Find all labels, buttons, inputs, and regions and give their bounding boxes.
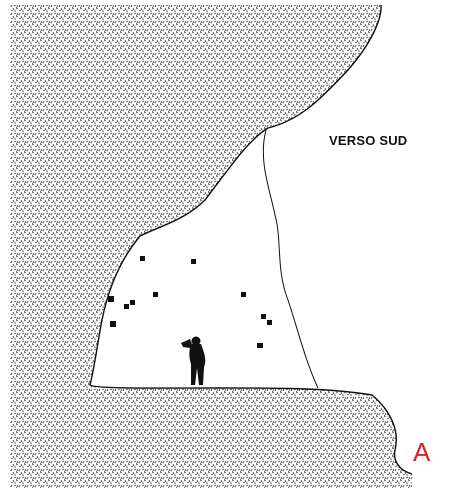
silhouette — [181, 336, 206, 385]
mark-square — [110, 321, 116, 327]
direction-caption: VERSO SUD — [329, 133, 408, 148]
mark-square — [257, 343, 263, 348]
mark-square — [153, 292, 158, 297]
panel-label: A — [413, 437, 431, 467]
mark-square — [124, 304, 129, 309]
mark-square — [191, 259, 196, 264]
mark-square — [261, 314, 266, 319]
fracture — [262, 129, 319, 389]
mark-square — [241, 292, 246, 297]
stippled-rock — [10, 4, 413, 488]
mark-square — [140, 256, 145, 261]
mark-square — [130, 300, 135, 305]
mark-square — [267, 320, 272, 325]
mark-square — [108, 296, 114, 302]
dark-squares — [108, 256, 272, 348]
